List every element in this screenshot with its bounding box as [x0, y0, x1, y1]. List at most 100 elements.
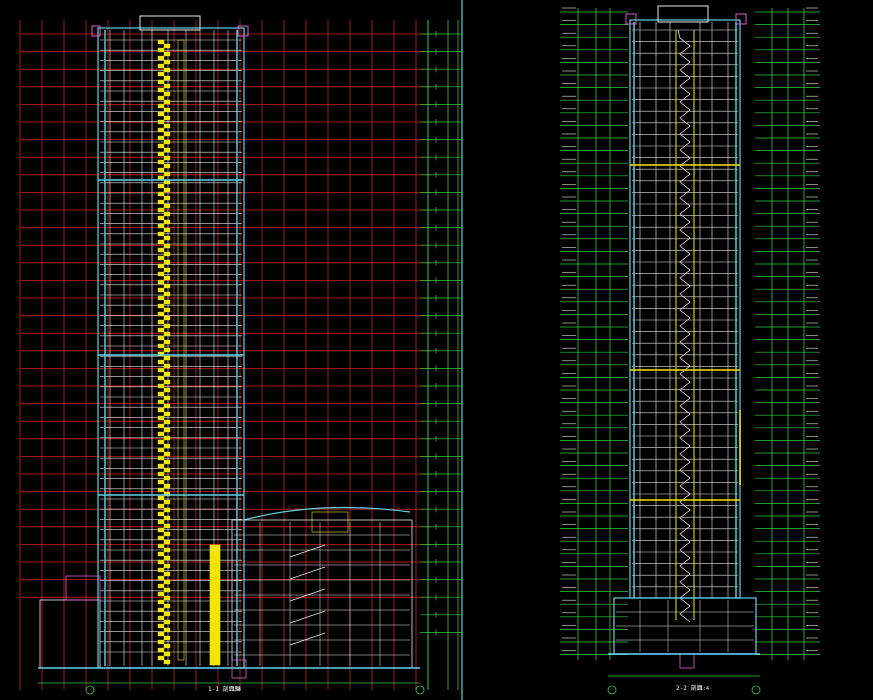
core-shaft-block — [157, 95, 165, 101]
core-shaft-block — [163, 307, 171, 313]
core-shaft-block — [157, 647, 165, 653]
core-shaft-block — [163, 587, 171, 593]
core-shaft-block — [157, 279, 165, 285]
core-shaft-block — [157, 223, 165, 229]
core-shaft-block — [157, 295, 165, 301]
core-shaft-block — [157, 359, 165, 365]
core-shaft-block — [157, 495, 165, 501]
core-shaft-block — [157, 231, 165, 237]
podium-roof-curve — [243, 506, 411, 521]
right-section-scale: 1:4 — [700, 686, 709, 692]
core-shaft-block — [163, 435, 171, 441]
core-shaft-block — [157, 247, 165, 253]
core-shaft-block — [157, 535, 165, 541]
core-shaft-block — [157, 623, 165, 629]
core-shaft-block — [163, 283, 171, 289]
core-shaft-block — [163, 347, 171, 353]
core-shaft-block — [163, 475, 171, 481]
right-section-title: 2-2 剖面 — [676, 684, 702, 692]
core-shaft-block — [157, 167, 165, 173]
roof-machine-room — [139, 15, 201, 31]
core-shaft-block — [157, 567, 165, 573]
core-shaft-block — [163, 235, 171, 241]
core-shaft-block — [163, 75, 171, 81]
lower-core-block — [209, 544, 221, 666]
core-shaft-block — [163, 195, 171, 201]
core-shaft-block — [157, 159, 165, 165]
core-shaft-block — [157, 319, 165, 325]
canopy-outline — [65, 575, 101, 601]
core-shaft-block — [163, 643, 171, 649]
core-shaft-block — [163, 291, 171, 297]
core-shaft-block — [157, 407, 165, 413]
core-shaft-block — [157, 47, 165, 53]
core-shaft-block — [157, 391, 165, 397]
core-shaft-block — [157, 79, 165, 85]
core-shaft-block — [163, 299, 171, 305]
core-shaft-block — [163, 227, 171, 233]
core-shaft-block — [163, 555, 171, 561]
core-shaft-block — [157, 575, 165, 581]
core-shaft-block — [163, 163, 171, 169]
core-shaft-block — [163, 243, 171, 249]
core-shaft-block — [157, 239, 165, 245]
right-parapet-right — [735, 13, 747, 25]
core-shaft-block — [163, 355, 171, 361]
core-shaft-block — [163, 563, 171, 569]
right-tower-body — [608, 5, 760, 669]
core-shaft-block — [157, 183, 165, 189]
core-shaft-block — [163, 427, 171, 433]
core-shaft-block — [163, 219, 171, 225]
core-shaft-block — [163, 107, 171, 113]
core-shaft-block — [157, 111, 165, 117]
core-shaft-block — [157, 63, 165, 69]
core-shaft-block — [157, 199, 165, 205]
core-shaft-block — [157, 447, 165, 453]
core-shaft-block — [163, 51, 171, 57]
core-shaft-block — [163, 267, 171, 273]
core-shaft-block — [157, 55, 165, 61]
core-shaft-block — [157, 439, 165, 445]
left-section-title: 1-1 剖面图 — [208, 685, 240, 693]
core-shaft-block — [163, 531, 171, 537]
core-shaft-block — [157, 631, 165, 637]
core-shaft-block — [157, 135, 165, 141]
core-shaft-block — [157, 655, 165, 661]
core-shaft-block — [163, 539, 171, 545]
core-shaft-block — [163, 387, 171, 393]
core-shaft-block — [157, 255, 165, 261]
core-shaft-block — [163, 171, 171, 177]
elevator-shaft — [177, 39, 185, 661]
core-shaft-block — [163, 91, 171, 97]
core-shaft-block — [163, 155, 171, 161]
core-shaft-block — [163, 331, 171, 337]
core-shaft-block — [157, 263, 165, 269]
core-shaft-block — [163, 467, 171, 473]
core-shaft-block — [157, 591, 165, 597]
core-shaft-block — [163, 395, 171, 401]
core-shaft-block — [157, 551, 165, 557]
core-shaft-block — [163, 379, 171, 385]
core-shaft-block — [163, 363, 171, 369]
core-shaft-block — [157, 519, 165, 525]
core-shaft-block — [157, 607, 165, 613]
escalator-line — [289, 610, 326, 624]
core-shaft-block — [157, 119, 165, 125]
core-shaft-block — [157, 151, 165, 157]
core-shaft-block — [157, 375, 165, 381]
core-shaft-block — [157, 191, 165, 197]
core-shaft-block — [163, 547, 171, 553]
core-shaft-block — [163, 515, 171, 521]
escalator-line — [289, 632, 326, 646]
core-shaft-block — [163, 83, 171, 89]
core-shaft-block — [157, 87, 165, 93]
core-shaft-block — [157, 143, 165, 149]
core-shaft-block — [163, 123, 171, 129]
core-shaft-block — [163, 507, 171, 513]
core-shaft-block — [163, 203, 171, 209]
core-shaft-block — [163, 627, 171, 633]
core-shaft-block — [157, 639, 165, 645]
core-shaft-block — [163, 483, 171, 489]
core-shaft-block — [157, 599, 165, 605]
